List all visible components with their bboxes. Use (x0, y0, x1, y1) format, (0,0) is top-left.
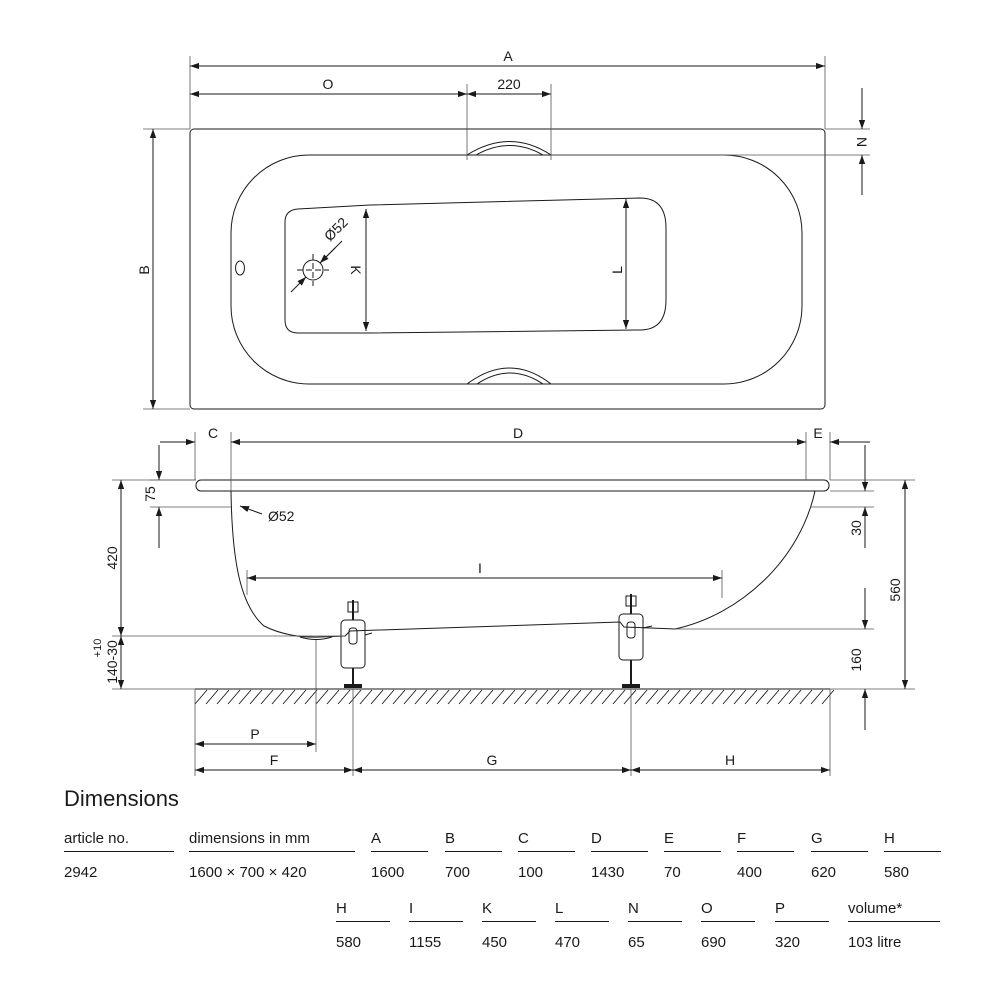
dim-D: D (513, 425, 523, 441)
dim-P: P (250, 726, 259, 742)
table-cell: 400 (737, 864, 763, 881)
table-cell: 320 (775, 934, 801, 951)
table-cell: 70 (664, 864, 681, 881)
floor-hatching (194, 689, 835, 705)
side-view: C D E 75 Ø52 420 140-30 +10 I 30 (92, 425, 915, 776)
table-cell: 450 (482, 934, 508, 951)
dim-H: H (725, 752, 735, 768)
table-header: E (664, 830, 721, 852)
dim-N: N (854, 137, 870, 147)
table-header: article no. (64, 830, 174, 852)
table-header: H (336, 900, 390, 922)
handle-bottom (466, 367, 552, 385)
table-header: O (701, 900, 755, 922)
dim-F: F (270, 752, 279, 768)
dim-O: O (323, 76, 334, 92)
table-header: G (811, 830, 868, 852)
dim-560: 560 (887, 578, 903, 602)
handle-top (465, 141, 553, 156)
table-header: H (884, 830, 941, 852)
dim-d52-top: Ø52 (321, 214, 351, 244)
tub-outer-rim (189, 128, 826, 410)
table-header: P (775, 900, 829, 922)
table-header: L (555, 900, 609, 922)
dim-B: B (136, 265, 152, 274)
dim-C: C (208, 425, 218, 441)
table-cell: 1155 (409, 934, 442, 951)
dim-K: K (348, 265, 364, 275)
dim-G: G (487, 752, 498, 768)
table-header: C (518, 830, 575, 852)
dim-I: I (478, 560, 482, 576)
table-cell: 103 litre (848, 934, 902, 951)
dim-L: L (609, 266, 625, 274)
table-header: K (482, 900, 536, 922)
dim-420: 420 (104, 546, 120, 570)
table-header: F (737, 830, 794, 852)
dim-E: E (813, 425, 822, 441)
table-cell: 690 (701, 934, 727, 951)
table-cell: 100 (518, 864, 544, 881)
table-cell: 580 (336, 934, 362, 951)
table-cell: 470 (555, 934, 581, 951)
dim-220: 220 (497, 76, 521, 92)
tub-floor-outline (284, 197, 667, 334)
table-header: D (591, 830, 648, 852)
technical-drawing: Ø52 A O 220 B N K L (92, 48, 915, 776)
dim-tol: +10 (92, 639, 104, 658)
dim-75: 75 (142, 486, 158, 502)
table-header: B (445, 830, 502, 852)
foot-right (618, 594, 653, 688)
top-view: Ø52 A O 220 B N K L (136, 48, 870, 410)
table-header: N (628, 900, 682, 922)
foot-left (340, 600, 373, 688)
table-cell: 620 (811, 864, 837, 881)
overflow-icon (235, 260, 245, 276)
table-cell: 1600 × 700 × 420 (189, 864, 307, 881)
table-cell: 2942 (64, 864, 98, 881)
dimensions-title: Dimensions (64, 786, 179, 811)
table-cell: 1600 (371, 864, 405, 881)
tub-rim (195, 479, 830, 492)
table-cell: 65 (628, 934, 645, 951)
dim-140: 140-30 (104, 640, 120, 684)
table-header: dimensions in mm (189, 830, 355, 852)
dim-A: A (503, 48, 513, 64)
dim-d52-side: Ø52 (268, 508, 295, 524)
table-cell: 700 (445, 864, 471, 881)
tub-body-outline (230, 490, 816, 638)
table-header: I (409, 900, 463, 922)
table-cell: 580 (884, 864, 910, 881)
dim-160: 160 (848, 648, 864, 672)
table-cell: 1430 (591, 864, 625, 881)
table-header: volume* (848, 900, 940, 922)
table-header: A (371, 830, 428, 852)
dim-30: 30 (848, 520, 864, 536)
